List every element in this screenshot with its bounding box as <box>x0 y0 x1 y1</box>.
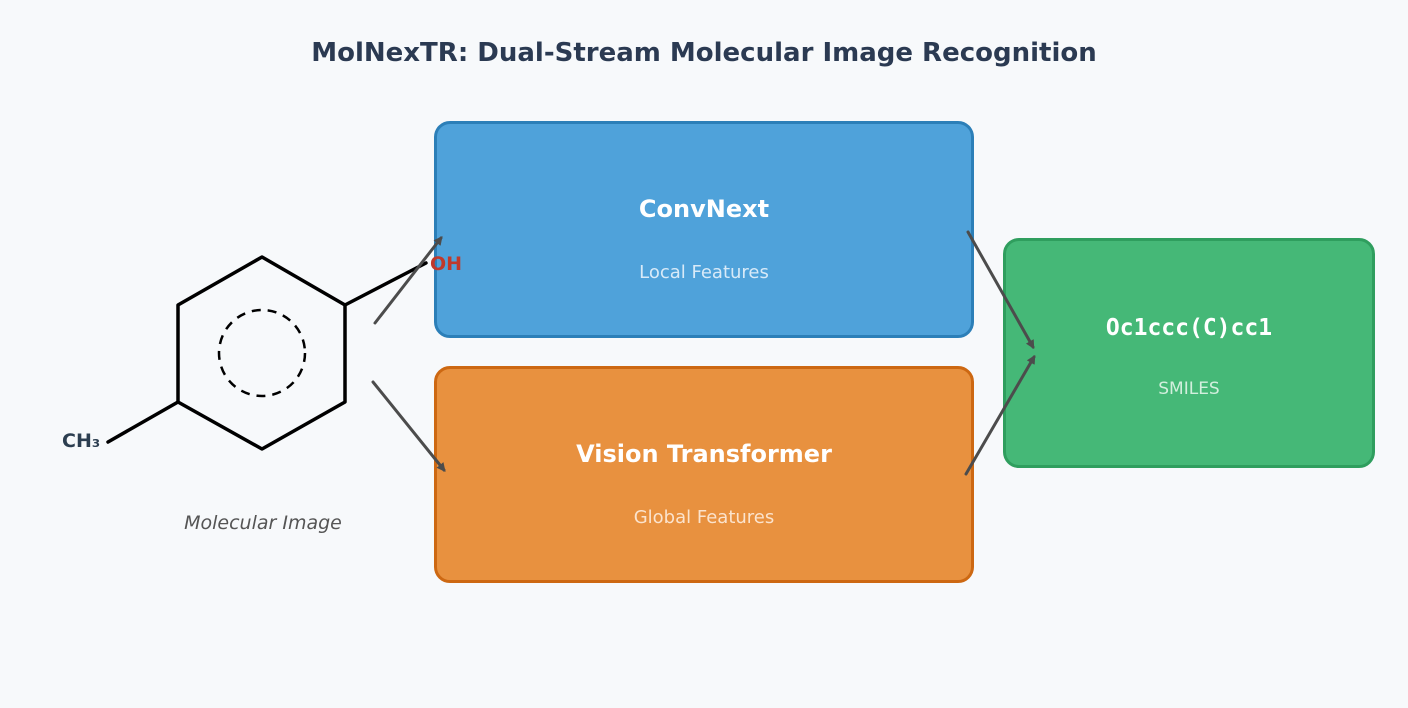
convnext-sublabel: Local Features <box>639 262 769 283</box>
aromatic-ring-circle <box>217 308 307 398</box>
benzene-hexagon <box>176 255 347 451</box>
convnext-box: ConvNext Local Features <box>434 121 974 338</box>
smiles-sublabel: SMILES <box>1158 379 1220 399</box>
ch3-group-label: CH₃ <box>62 430 101 452</box>
arrow-molecule-to-convnext <box>373 236 443 325</box>
molecule-caption: Molecular Image <box>184 512 342 534</box>
vision-transformer-sublabel: Global Features <box>633 507 775 528</box>
vision-transformer-label: Vision Transformer <box>576 440 832 468</box>
ch3-bond <box>106 400 180 444</box>
oh-bond <box>343 261 428 307</box>
convnext-label: ConvNext <box>638 195 770 223</box>
page-title: MolNexTR: Dual-Stream Molecular Image Re… <box>311 38 1097 68</box>
smiles-output-box: Oc1ccc(C)cc1 SMILES <box>1003 238 1375 468</box>
oh-group-label: OH <box>430 253 463 275</box>
smiles-string-label: Oc1ccc(C)cc1 <box>1105 315 1273 341</box>
vision-transformer-box: Vision Transformer Global Features <box>434 366 974 583</box>
